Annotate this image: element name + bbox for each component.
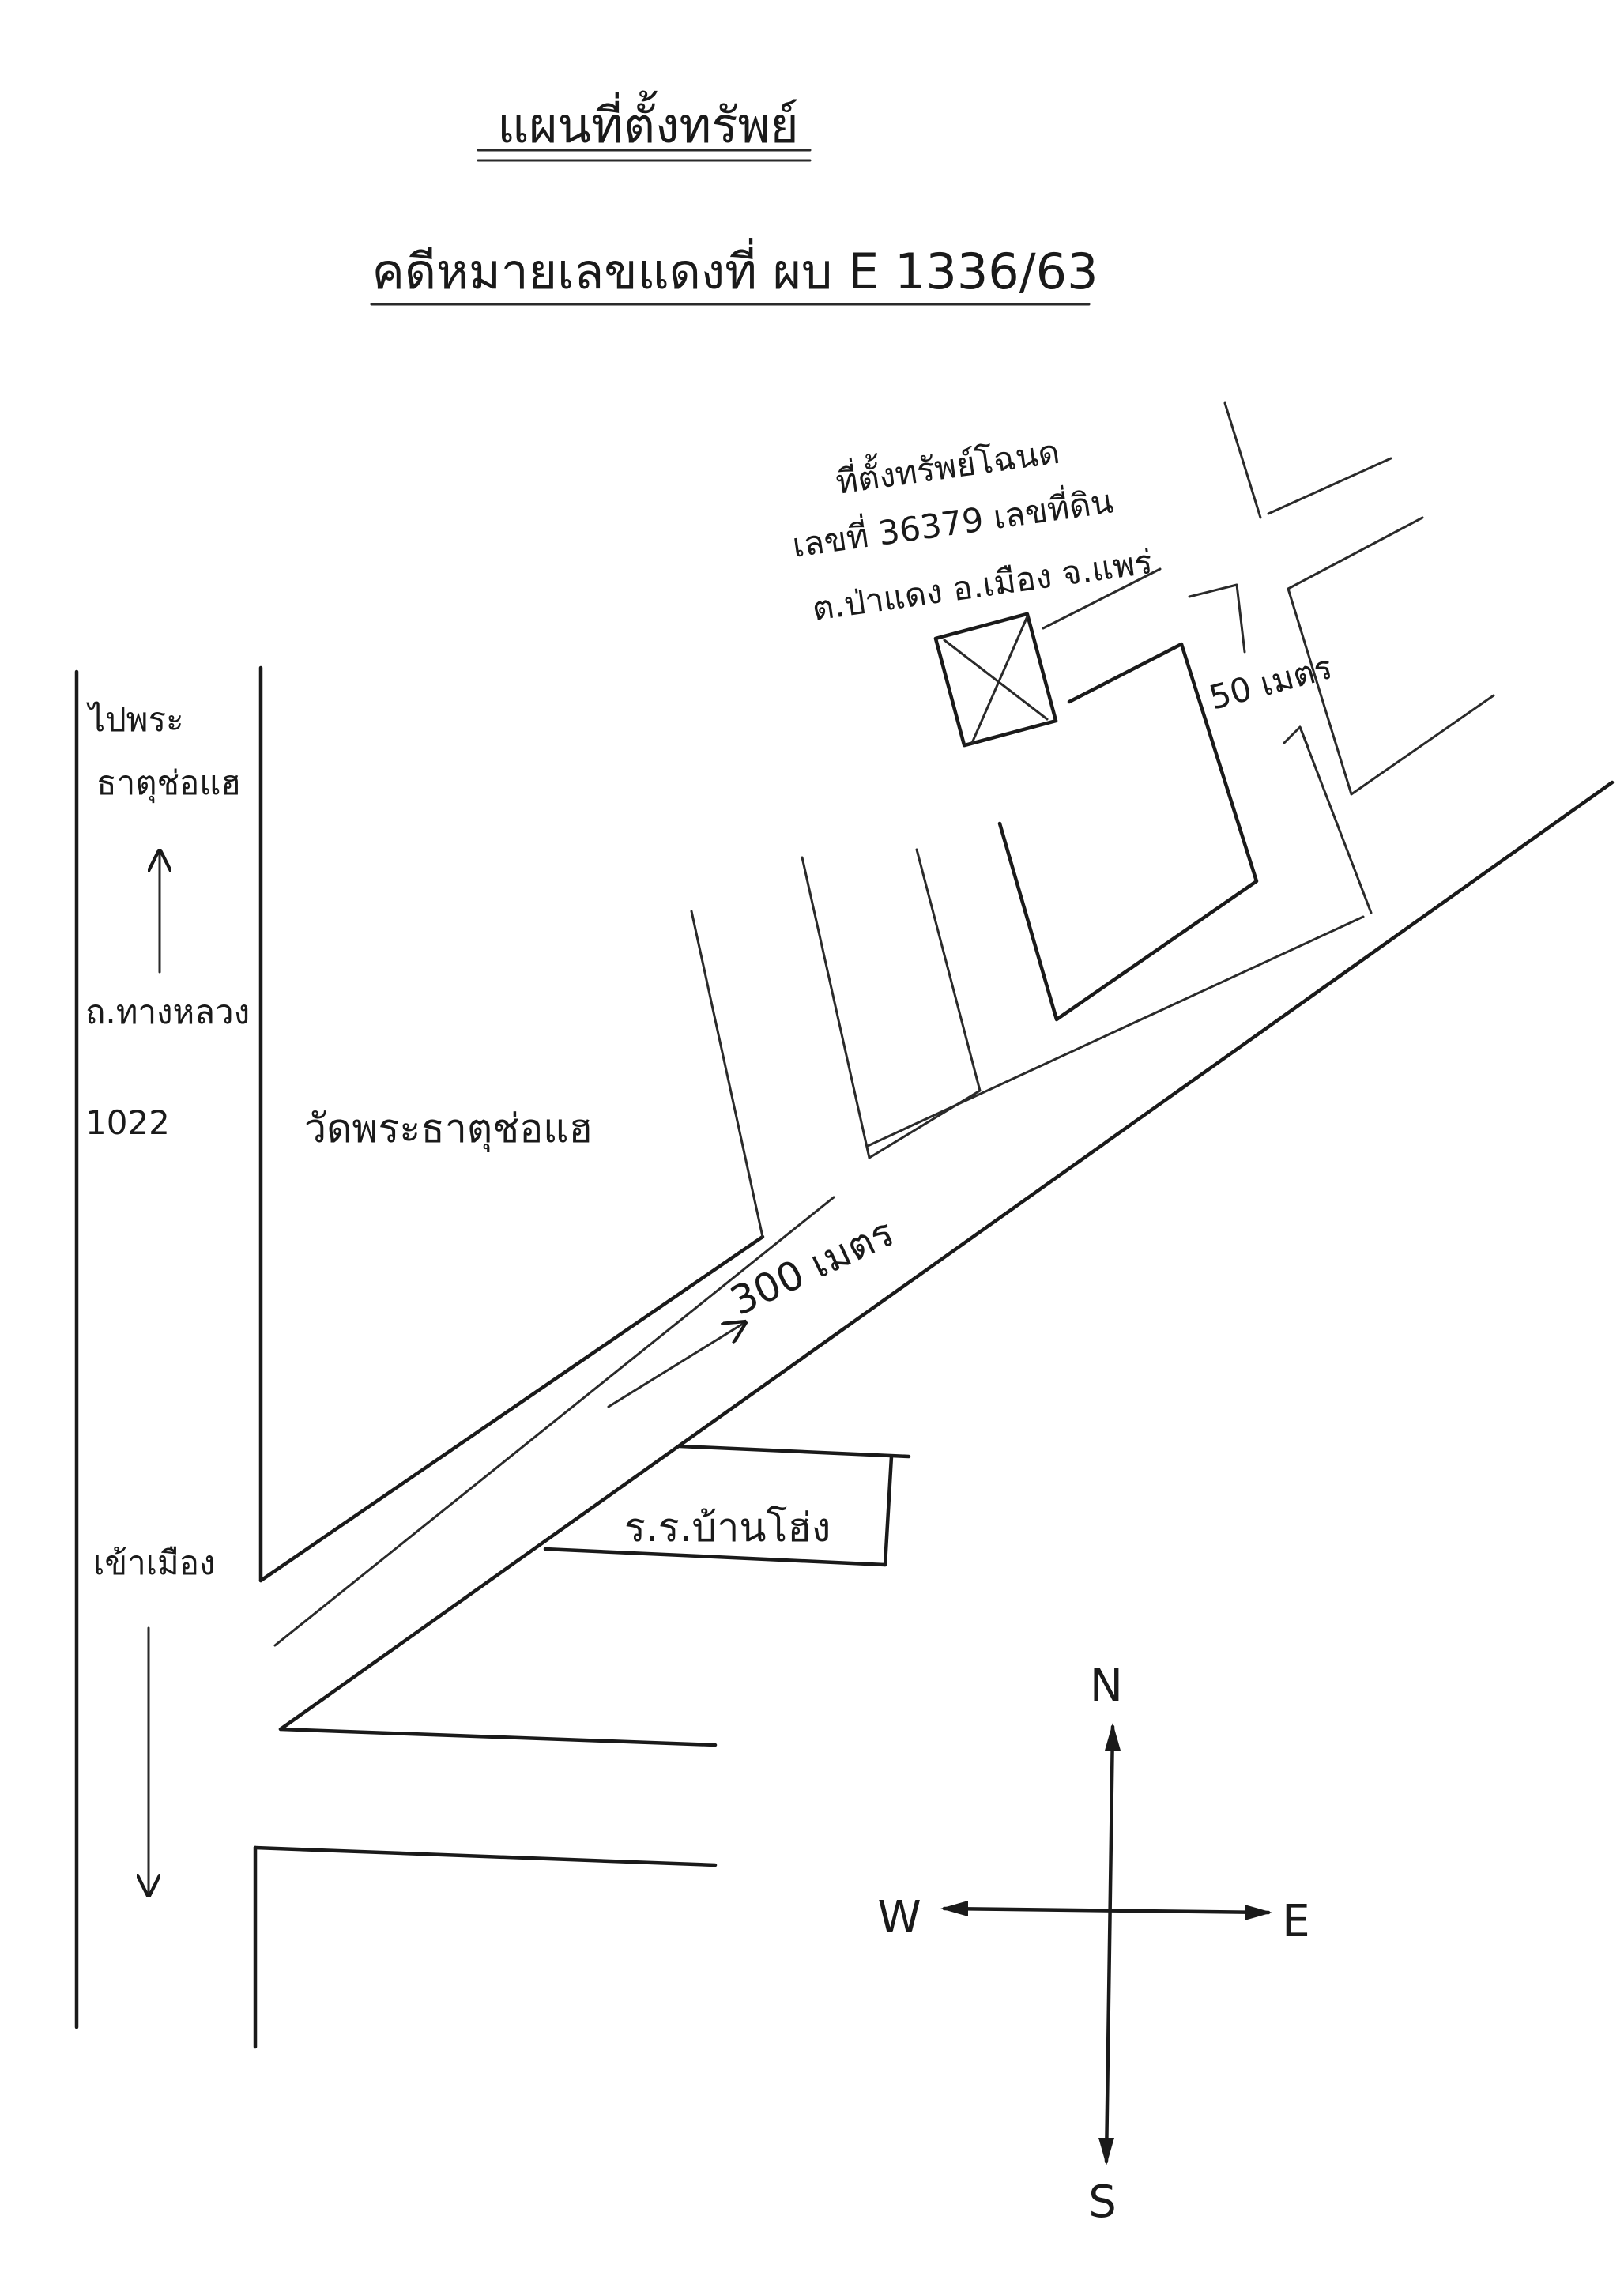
property-parcel-diagonal-2 (970, 615, 1029, 744)
left-side-road-1 (278, 1727, 718, 1747)
case-number: คดีหมายเลขแดงที่ ผบ E 1336/63 (371, 238, 1098, 300)
side-road-1-right (801, 856, 871, 1159)
property-parcel-diagonal-1 (943, 639, 1049, 721)
road-upper-edge (258, 1234, 765, 1583)
access-road (1298, 725, 1373, 914)
compass-horizontal (942, 1906, 1271, 1915)
to-temple-label-line1: ไปพระ (86, 700, 184, 739)
compass-west-arrow (940, 1901, 968, 1916)
to-temple-label-line2: ธาตุช่อแฮ (96, 763, 241, 804)
map-title: แผนที่ตั้งทรัพย์ (497, 90, 798, 154)
road-lower-edge (278, 780, 1615, 1732)
compass-vertical (1104, 1724, 1115, 2164)
compass-south-label: S (1088, 2176, 1117, 2228)
highway-name: ถ.ทางหลวง (85, 993, 250, 1031)
access-road-arrow-head (1283, 725, 1302, 744)
compass-east-arrow (1245, 1905, 1272, 1920)
upper-road-3 (1287, 516, 1424, 590)
upper-road-4 (1287, 587, 1495, 796)
upper-road-5 (1042, 567, 1162, 630)
upper-road-1 (1223, 401, 1262, 519)
upper-road-2 (1267, 457, 1392, 515)
property-parcel (933, 612, 1058, 748)
access-road-arrow-head-2 (1298, 725, 1309, 748)
side-road-2-left (915, 848, 982, 1092)
school-label: ร.ร.บ้านโฮ่ง (624, 1505, 831, 1551)
property-note-line1: ที่ตั้งทรัพย์โฉนด (833, 428, 1062, 502)
side-road-1-left (690, 910, 764, 1238)
distance-50-label: 50 เมตร (1205, 647, 1336, 717)
distance-300-arrow (607, 1324, 743, 1408)
compass-west-label: W (877, 1892, 921, 1943)
temple-label: วัดพระธาตุช่อแฮ (304, 1106, 593, 1152)
compass-north-label: N (1090, 1660, 1123, 1712)
fifty-meter-bracket (1188, 583, 1246, 654)
compass-east-label: E (1282, 1896, 1309, 1947)
road-center-line (273, 1196, 835, 1647)
school-bottom (543, 1547, 887, 1567)
compass-south-arrow (1098, 2138, 1114, 2165)
to-city-label: เข้าเมือง (93, 1543, 215, 1582)
side-road-2-connector (868, 1089, 982, 1159)
highway-number: 1022 (85, 1103, 170, 1142)
left-side-road-2 (253, 1845, 718, 1867)
road-upper-edge-2 (866, 915, 1365, 1148)
school-top (677, 1444, 911, 1459)
side-road-block (997, 642, 1259, 1022)
school-right (883, 1454, 894, 1567)
compass-north-arrow (1105, 1723, 1121, 1751)
